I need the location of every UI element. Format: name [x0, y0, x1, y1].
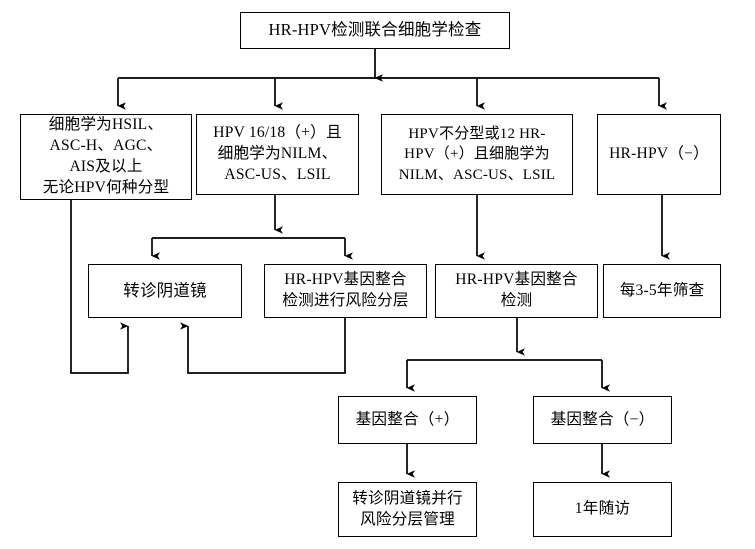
- node-hr-hpv-cytology-cotest[interactable]: HR-HPV检测联合细胞学检查: [240, 12, 510, 49]
- node-label: 细胞学为HSIL、 ASC-H、AGC、 AIS及以上 无论HPV何种分型: [42, 116, 170, 196]
- node-refer-colposcopy-with-risk-stratified-management[interactable]: 转诊阴道镜并行 风险分层管理: [338, 482, 477, 537]
- node-label: HPV不分型或12 HR- HPV（+）且细胞学为 NILM、ASC-US、LS…: [398, 126, 556, 183]
- node-label: 基因整合（−）: [550, 410, 655, 428]
- node-gene-integration-positive[interactable]: 基因整合（+）: [338, 396, 477, 444]
- node-gene-integration-negative[interactable]: 基因整合（−）: [533, 396, 672, 444]
- node-screening-every-3-5-years[interactable]: 每3-5年筛查: [603, 264, 721, 318]
- node-cytology-hsil-asch-agc-ais[interactable]: 细胞学为HSIL、 ASC-H、AGC、 AIS及以上 无论HPV何种分型: [20, 114, 192, 200]
- edge-integration-risk-to-colposcopy: [180, 318, 346, 374]
- node-hr-hpv-integration-test-risk-stratification[interactable]: HR-HPV基因整合 检测进行风险分层: [264, 264, 427, 318]
- node-label: 1年随访: [574, 500, 631, 518]
- node-hpv-untyped-or-12-hrhpv-positive[interactable]: HPV不分型或12 HR- HPV（+）且细胞学为 NILM、ASC-US、LS…: [381, 114, 573, 195]
- node-label: 每3-5年筛查: [619, 281, 705, 299]
- node-one-year-followup[interactable]: 1年随访: [533, 482, 672, 537]
- node-label: HR-HPV基因整合 检测进行风险分层: [282, 271, 409, 309]
- node-label: HPV 16/18（+）且 细胞学为NILM、 ASC-US、LSIL: [213, 124, 342, 183]
- node-label: HR-HPV基因整合 检测: [455, 271, 578, 309]
- node-hr-hpv-negative[interactable]: HR-HPV（−）: [597, 114, 721, 195]
- node-refer-colposcopy[interactable]: 转诊阴道镜: [88, 264, 242, 318]
- node-label: 基因整合（+）: [355, 410, 460, 428]
- node-label: 转诊阴道镜并行 风险分层管理: [352, 489, 463, 528]
- node-hr-hpv-integration-test[interactable]: HR-HPV基因整合 检测: [435, 264, 598, 318]
- node-label: 转诊阴道镜: [123, 280, 207, 300]
- node-hpv-16-18-positive-nilm-ascus-lsil[interactable]: HPV 16/18（+）且 细胞学为NILM、 ASC-US、LSIL: [196, 114, 359, 195]
- node-label: HR-HPV（−）: [609, 145, 709, 163]
- node-label: HR-HPV检测联合细胞学检查: [268, 20, 482, 40]
